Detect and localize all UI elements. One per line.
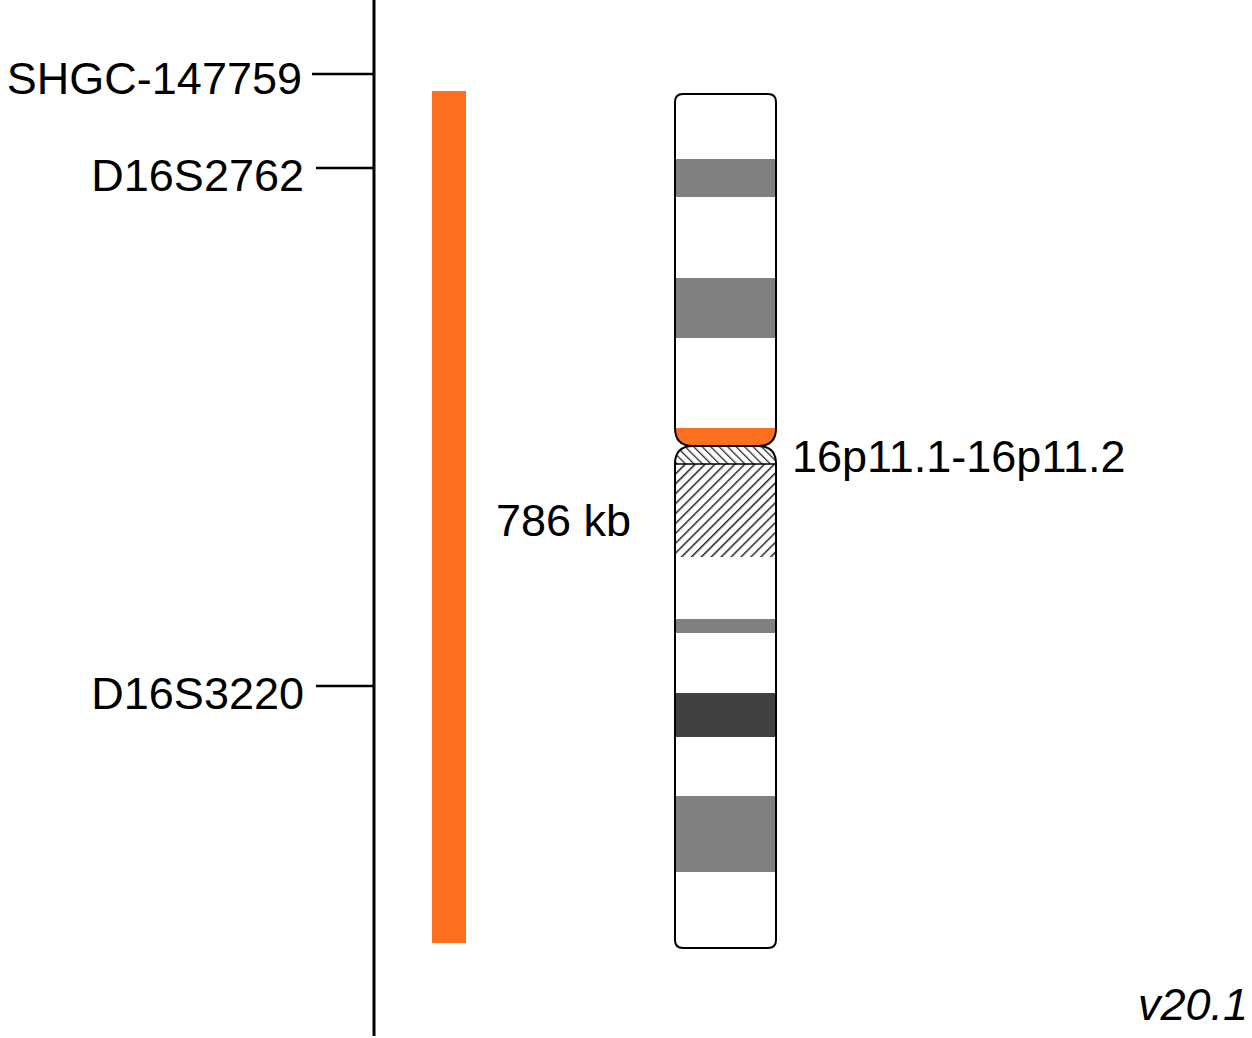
p-arm-outline xyxy=(675,94,776,446)
q-arm-outline xyxy=(675,446,776,948)
p-arm-bands xyxy=(670,90,780,450)
marker-label: D16S3220 xyxy=(91,671,304,716)
axis-line xyxy=(373,0,376,1036)
marker-label: SHGC-147759 xyxy=(7,56,302,101)
band-label: 16p11.1-16p11.2 xyxy=(792,434,1126,479)
marker-label: D16S2762 xyxy=(91,153,304,198)
marker-tick xyxy=(316,685,374,688)
q-arm-bands xyxy=(670,440,780,952)
version-label: v20.1 xyxy=(1138,982,1248,1027)
size-label: 786 kb xyxy=(496,498,631,543)
contig-bar xyxy=(432,91,466,943)
marker-tick xyxy=(312,73,374,76)
marker-tick xyxy=(316,167,374,170)
